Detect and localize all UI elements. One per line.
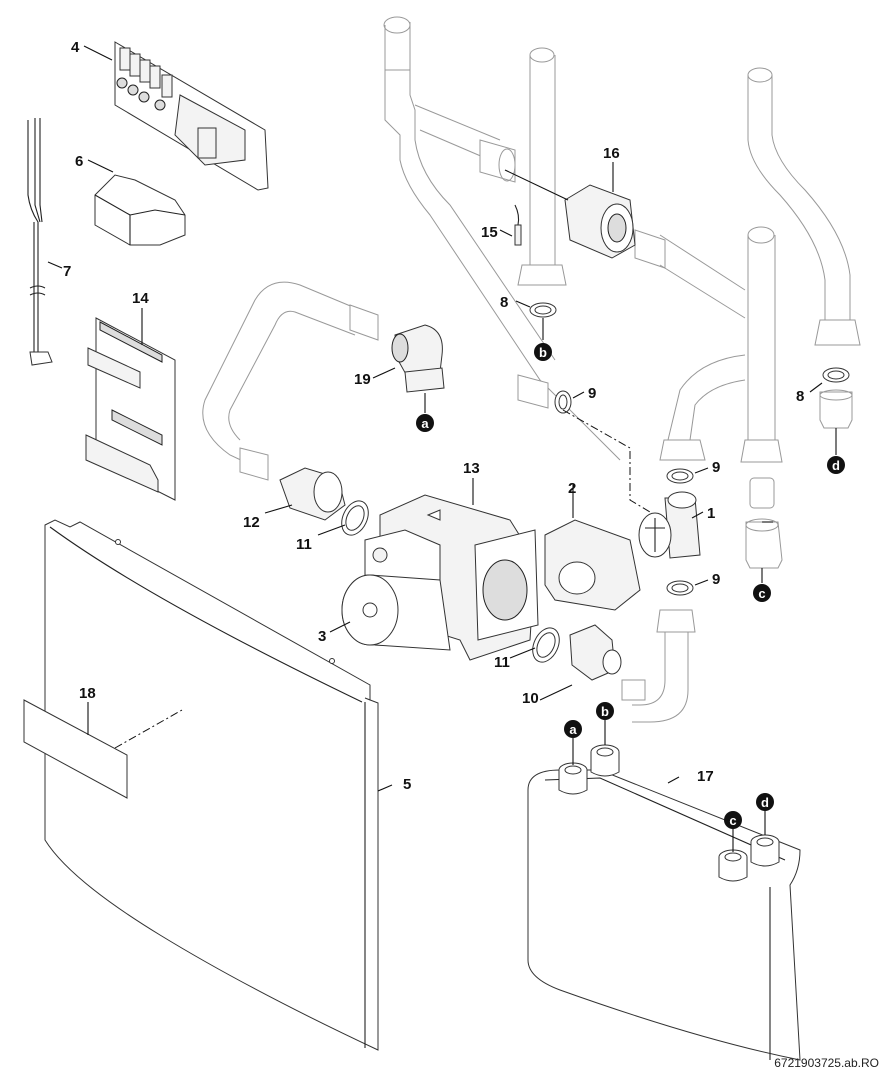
part-label: 1: [707, 505, 715, 522]
part-label: 13: [463, 460, 480, 477]
part-label: 2: [568, 480, 576, 497]
marker-a: a: [564, 720, 582, 738]
part-label: 14: [132, 290, 149, 307]
marker-c: c: [753, 584, 771, 602]
part-label: 11: [494, 654, 510, 671]
gaskets-9: [554, 390, 694, 596]
marker-d: d: [827, 456, 845, 474]
part-label: 17: [697, 768, 714, 785]
circuit-board-4: [114, 41, 269, 191]
part-label: 12: [243, 514, 260, 531]
svg-text:b: b: [539, 345, 547, 360]
part-label: 19: [354, 371, 371, 388]
heat-exchanger-17: [527, 744, 801, 1061]
fitting-10: [569, 624, 622, 681]
part-label: 7: [63, 263, 71, 280]
actuator-2: [544, 519, 641, 611]
part-label: 9: [712, 459, 720, 476]
part-label: 9: [588, 385, 596, 402]
svg-text:d: d: [832, 458, 840, 473]
terminal-board-14: [85, 317, 176, 501]
fitting-c: [745, 477, 783, 569]
gaskets-11: [341, 500, 560, 663]
marker-d: d: [756, 793, 774, 811]
document-code: 6721903725.ab.RO: [774, 1056, 879, 1070]
svg-text:d: d: [761, 795, 769, 810]
part-label: 3: [318, 628, 326, 645]
part-label: 11: [296, 536, 312, 553]
part-label: 5: [403, 776, 411, 793]
marker-b: b: [534, 343, 552, 361]
leader-lines: [47, 45, 837, 852]
connection-markers: a b c d a b c d: [416, 343, 845, 829]
part-label: 18: [79, 685, 96, 702]
part-label: 15: [481, 224, 498, 241]
check-valve-16: [504, 169, 636, 259]
din-module-6: [94, 174, 186, 246]
sensor-15: [514, 204, 522, 246]
part-label: 10: [522, 690, 539, 707]
svg-text:b: b: [601, 704, 609, 719]
marker-c: c: [724, 811, 742, 829]
motor-3: [341, 574, 451, 651]
front-cover-5: [44, 519, 379, 1051]
gaskets-8: [529, 302, 850, 383]
svg-text:c: c: [758, 586, 765, 601]
svg-text:a: a: [569, 722, 577, 737]
svg-text:c: c: [729, 813, 736, 828]
label-18: [23, 699, 183, 799]
part-label: 8: [796, 388, 804, 405]
pipe-assembly: [202, 16, 861, 723]
cable-7: [27, 118, 53, 366]
fitting-d: [819, 389, 853, 429]
svg-text:a: a: [421, 416, 429, 431]
elbow-19: [391, 324, 445, 393]
part-label: 8: [500, 294, 508, 311]
connector-12: [279, 467, 346, 521]
valve-body-1: [638, 491, 701, 559]
marker-b: b: [596, 702, 614, 720]
part-label: 16: [603, 145, 620, 162]
part-number-labels: 4 6 7 14 15 16 8 19 9 8 9 13 2 1 9 12 11…: [63, 39, 804, 793]
part-label: 4: [71, 39, 80, 56]
marker-a: a: [416, 414, 434, 432]
part-label: 9: [712, 571, 720, 588]
part-label: 6: [75, 153, 83, 170]
